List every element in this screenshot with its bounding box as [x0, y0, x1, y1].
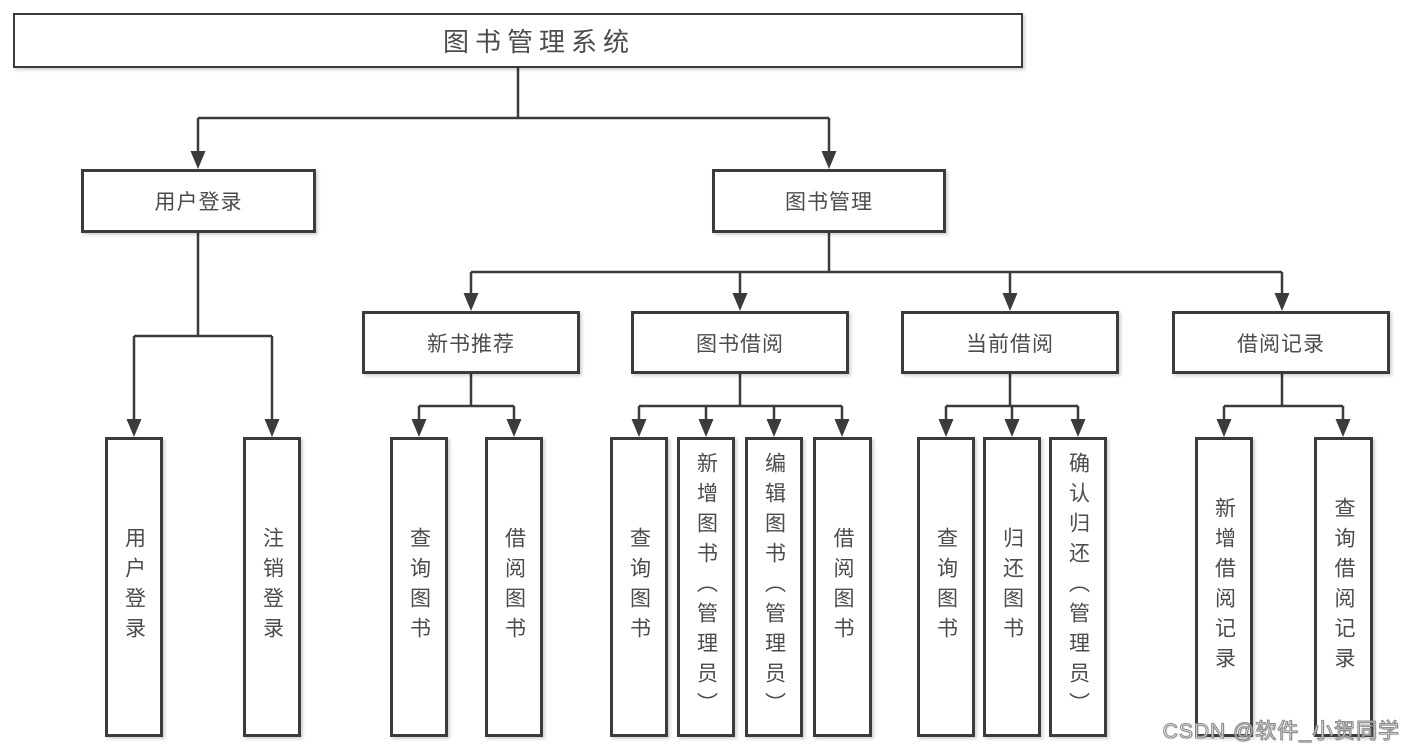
leaf-borrow-lend-book-label: 借阅图书 [831, 527, 854, 647]
connector-new-book-recommend [411, 374, 522, 437]
node-current-borrow: 当前借阅 [901, 311, 1119, 374]
leaf-current-confirm-return: 确认归还（管理员） [1049, 437, 1107, 737]
connector-book-borrow [631, 374, 850, 437]
node-root-label: 图书管理系统 [442, 27, 635, 57]
leaf-records-query: 查询借阅记录 [1314, 437, 1373, 737]
node-borrow-records-label: 借阅记录 [1237, 332, 1325, 356]
connector-current-borrow [938, 374, 1086, 437]
node-user-login: 用户登录 [81, 169, 316, 233]
leaf-current-return-book-label: 归还图书 [1000, 527, 1024, 647]
connector-borrow-records [1216, 374, 1351, 437]
node-book-borrow: 图书借阅 [631, 311, 849, 374]
leaf-borrow-edit-book-label: 编辑图书（管理员） [762, 452, 786, 722]
leaf-newrec-query-book: 查询图书 [390, 437, 448, 737]
node-book-borrow-label: 图书借阅 [696, 332, 784, 356]
leaf-borrow-add-book-label: 新增图书（管理员） [694, 452, 718, 722]
leaf-logout-label: 注销登录 [260, 527, 284, 647]
leaf-records-query-label: 查询借阅记录 [1332, 497, 1355, 677]
connector-book-management [463, 233, 1290, 311]
node-new-book-recommend-label: 新书推荐 [427, 332, 515, 356]
leaf-login-label: 用户登录 [122, 527, 146, 647]
leaf-newrec-borrow-book-label: 借阅图书 [502, 527, 526, 647]
leaf-newrec-borrow-book: 借阅图书 [485, 437, 543, 737]
leaf-borrow-add-book: 新增图书（管理员） [677, 437, 735, 737]
leaf-borrow-lend-book: 借阅图书 [813, 437, 872, 737]
node-root: 图书管理系统 [13, 13, 1023, 68]
node-current-borrow-label: 当前借阅 [966, 332, 1054, 356]
connector-root [190, 68, 837, 169]
leaf-current-query-book-label: 查询图书 [934, 527, 958, 647]
node-borrow-records: 借阅记录 [1172, 311, 1390, 374]
leaf-current-query-book: 查询图书 [917, 437, 975, 737]
leaf-current-confirm-return-label: 确认归还（管理员） [1066, 452, 1090, 722]
leaf-records-add-label: 新增借阅记录 [1212, 497, 1236, 677]
leaf-records-add: 新增借阅记录 [1195, 437, 1253, 737]
node-book-management: 图书管理 [712, 169, 946, 233]
node-new-book-recommend: 新书推荐 [362, 311, 580, 374]
node-user-login-label: 用户登录 [154, 191, 243, 214]
connector-user-login [126, 233, 280, 437]
leaf-newrec-query-book-label: 查询图书 [407, 527, 431, 647]
leaf-current-return-book: 归还图书 [983, 437, 1041, 737]
leaf-borrow-edit-book: 编辑图书（管理员） [745, 437, 803, 737]
watermark: CSDN @软件_小贺同学 [1162, 719, 1400, 743]
leaf-login: 用户登录 [105, 437, 163, 737]
node-book-management-label: 图书管理 [785, 191, 873, 214]
leaf-borrow-query-book-label: 查询图书 [627, 527, 651, 647]
leaf-logout: 注销登录 [243, 437, 301, 737]
leaf-borrow-query-book: 查询图书 [610, 437, 668, 737]
